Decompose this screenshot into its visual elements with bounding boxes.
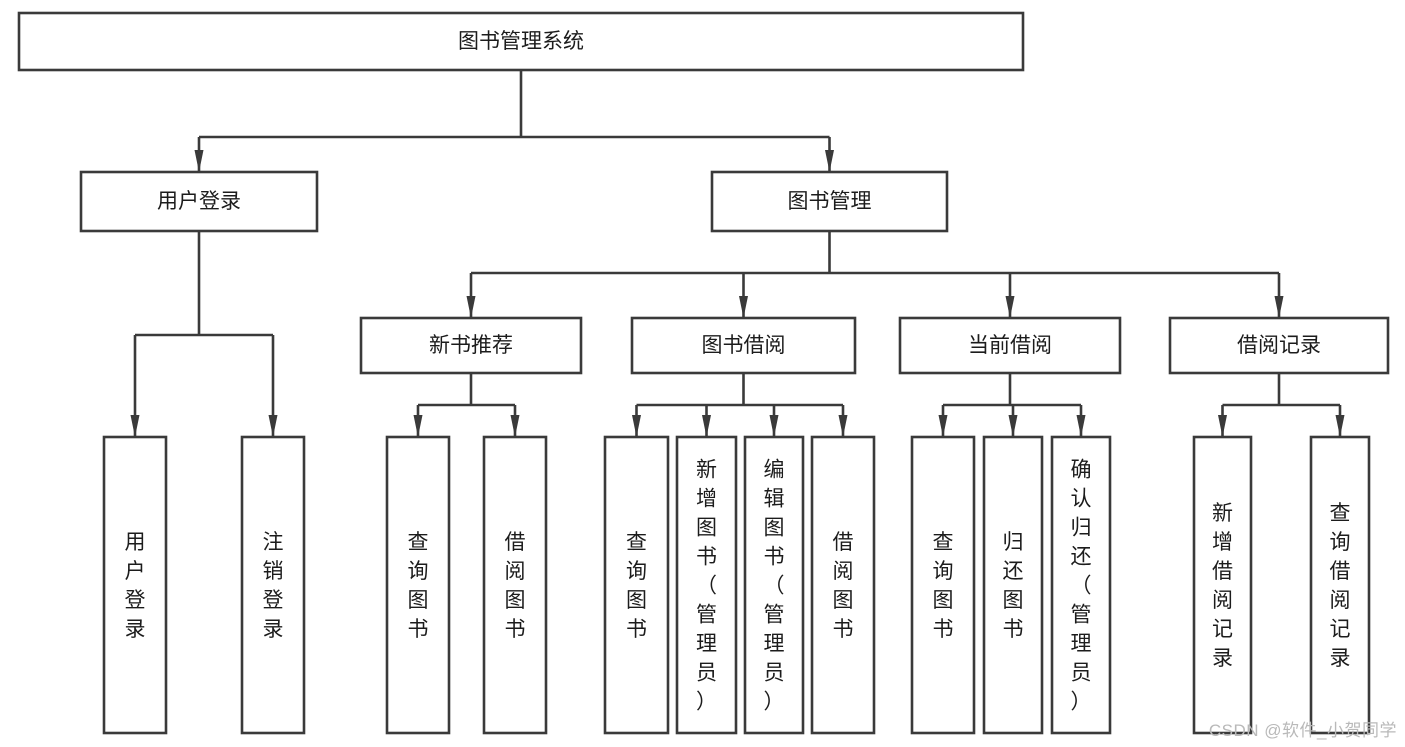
node-label-bb-borrow-book: 借阅图书 <box>833 531 854 641</box>
node-box-nbr-borrow-book <box>482 435 548 735</box>
node-box-br-query-record <box>1309 435 1371 735</box>
node-label-cb-return-book: 归还图书 <box>1003 531 1024 641</box>
node-bb-query-book[interactable]: 查询图书 <box>603 435 670 735</box>
current-borrow-arrow-icon-2 <box>1076 415 1086 437</box>
node-boxes: 图书管理系统用户登录用户登录注销登录图书管理新书推荐查询图书借阅图书图书借阅查询… <box>17 11 1390 735</box>
node-label-bb-edit-book: 编辑图书（管理员） <box>764 459 785 714</box>
node-cb-query-book[interactable]: 查询图书 <box>910 435 976 735</box>
book-borrow-arrow-icon-1 <box>702 415 711 437</box>
node-box-borrow-record <box>1168 316 1390 375</box>
node-box-nbr-query-book <box>385 435 451 735</box>
node-label-book-manage: 图书管理 <box>788 190 872 213</box>
node-label-book-borrow: 图书借阅 <box>702 334 786 357</box>
node-nbr-query-book[interactable]: 查询图书 <box>385 435 451 735</box>
user-login-arrow-icon-1 <box>268 415 278 437</box>
node-label-user-login: 用户登录 <box>157 190 241 213</box>
node-book-borrow[interactable]: 图书借阅 <box>630 316 857 375</box>
root-arrow-icon-0 <box>194 150 204 172</box>
book-borrow-arrow-icon-3 <box>838 415 848 437</box>
node-box-user-login-leaf <box>102 435 168 735</box>
node-bb-edit-book[interactable]: 编辑图书（管理员） <box>743 435 805 735</box>
new-book-recommend-arrow-icon-0 <box>413 415 423 437</box>
book-manage-arrow-icon-3 <box>1274 296 1284 318</box>
csdn-watermark: CSDN @软件_小贺同学 <box>1208 721 1397 740</box>
node-nbr-borrow-book[interactable]: 借阅图书 <box>482 435 548 735</box>
current-borrow-arrow-icon-1 <box>1008 415 1018 437</box>
book-manage-arrow-icon-0 <box>466 296 476 318</box>
node-label-bb-add-book: 新增图书（管理员） <box>696 459 717 714</box>
book-manage-arrow-icon-2 <box>1005 296 1015 318</box>
node-label-current-borrow: 当前借阅 <box>968 334 1052 357</box>
node-box-cb-return-book <box>982 435 1044 735</box>
node-box-book-borrow <box>630 316 857 375</box>
node-box-bb-add-book <box>675 435 738 735</box>
node-label-cb-query-book: 查询图书 <box>933 531 954 641</box>
node-label-nbr-borrow-book: 借阅图书 <box>505 531 526 641</box>
node-br-add-record[interactable]: 新增借阅记录 <box>1192 435 1253 735</box>
book-borrow-arrow-icon-2 <box>769 415 779 437</box>
user-login-arrow-icon-0 <box>130 415 140 437</box>
node-root[interactable]: 图书管理系统 <box>17 11 1025 72</box>
node-label-user-logout-leaf: 注销登录 <box>263 531 284 641</box>
node-label-cb-confirm-return: 确认归还（管理员） <box>1071 459 1092 714</box>
node-box-bb-query-book <box>603 435 670 735</box>
node-bb-borrow-book[interactable]: 借阅图书 <box>810 435 876 735</box>
borrow-record-arrow-icon-1 <box>1335 415 1345 437</box>
borrow-record-arrow-icon-0 <box>1218 415 1227 437</box>
node-cb-return-book[interactable]: 归还图书 <box>982 435 1044 735</box>
connector-lines <box>130 70 1345 437</box>
node-box-cb-query-book <box>910 435 976 735</box>
node-box-root <box>17 11 1025 72</box>
node-label-nbr-query-book: 查询图书 <box>408 531 429 641</box>
node-box-bb-edit-book <box>743 435 805 735</box>
node-current-borrow[interactable]: 当前借阅 <box>898 316 1122 375</box>
node-br-query-record[interactable]: 查询借阅记录 <box>1309 435 1371 735</box>
node-new-book-recommend[interactable]: 新书推荐 <box>359 316 583 375</box>
book-borrow-arrow-icon-0 <box>632 415 641 437</box>
node-user-login[interactable]: 用户登录 <box>79 170 319 233</box>
node-cb-confirm-return[interactable]: 确认归还（管理员） <box>1050 435 1112 735</box>
node-book-manage[interactable]: 图书管理 <box>710 170 949 233</box>
node-label-root: 图书管理系统 <box>458 30 584 53</box>
node-label-bb-query-book: 查询图书 <box>626 531 647 641</box>
node-label-user-login-leaf: 用户登录 <box>125 531 146 641</box>
node-label-borrow-record: 借阅记录 <box>1237 334 1321 357</box>
book-manage-arrow-icon-1 <box>739 296 748 318</box>
node-user-logout-leaf[interactable]: 注销登录 <box>240 435 306 735</box>
node-label-br-add-record: 新增借阅记录 <box>1212 502 1233 670</box>
node-box-br-add-record <box>1192 435 1253 735</box>
new-book-recommend-arrow-icon-1 <box>510 415 520 437</box>
current-borrow-arrow-icon-0 <box>938 415 948 437</box>
node-bb-add-book[interactable]: 新增图书（管理员） <box>675 435 738 735</box>
node-label-br-query-record: 查询借阅记录 <box>1330 502 1351 670</box>
node-label-new-book-recommend: 新书推荐 <box>429 334 513 357</box>
node-box-user-logout-leaf <box>240 435 306 735</box>
node-box-cb-confirm-return <box>1050 435 1112 735</box>
node-box-book-manage <box>710 170 949 233</box>
node-box-bb-borrow-book <box>810 435 876 735</box>
node-box-current-borrow <box>898 316 1122 375</box>
node-box-new-book-recommend <box>359 316 583 375</box>
root-arrow-icon-1 <box>825 150 834 172</box>
node-borrow-record[interactable]: 借阅记录 <box>1168 316 1390 375</box>
node-user-login-leaf[interactable]: 用户登录 <box>102 435 168 735</box>
node-box-user-login <box>79 170 319 233</box>
